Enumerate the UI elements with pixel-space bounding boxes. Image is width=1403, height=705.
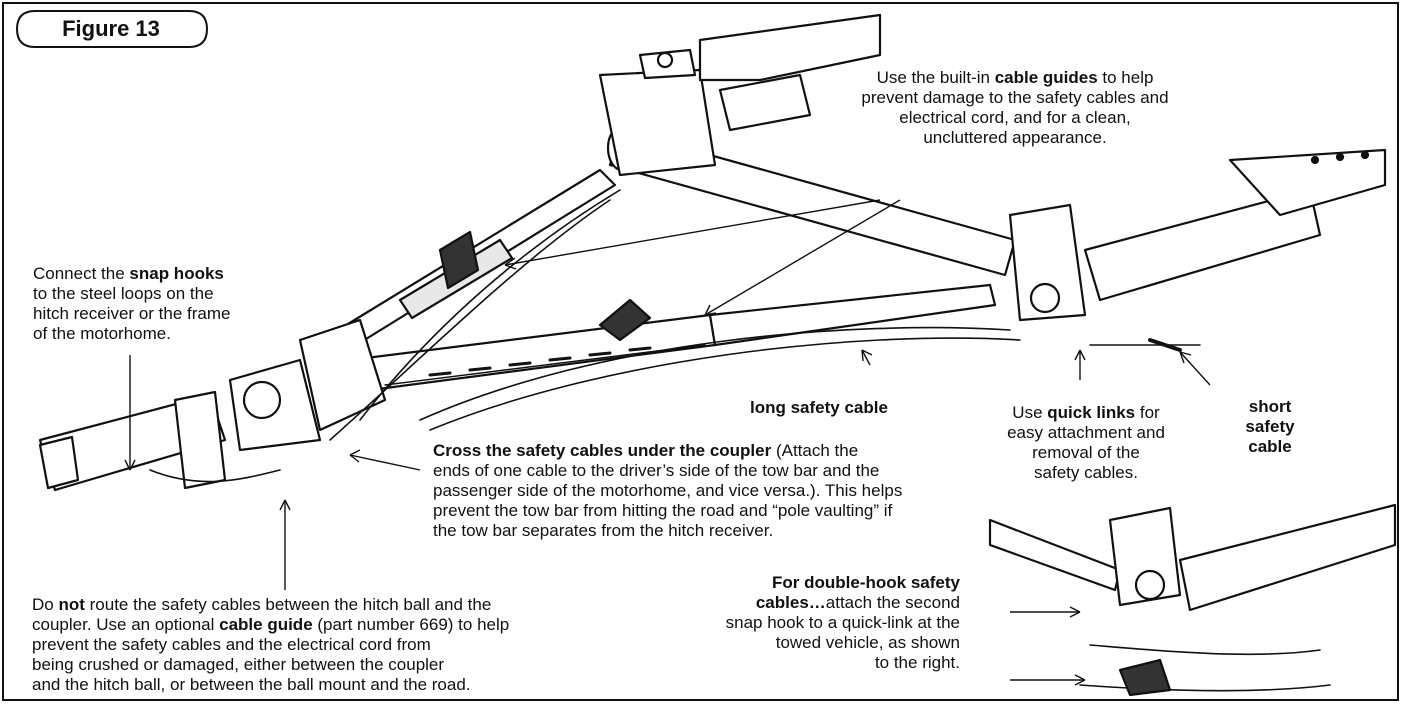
callout-long-safety-cable: long safety cable	[750, 398, 888, 417]
coupler-and-hitch-receiver	[38, 318, 387, 492]
figure-label-outline	[15, 10, 209, 48]
callout-do-not-route: Do not route the safety cables between t…	[32, 595, 510, 694]
callout-snap-hooks: Connect the snap hooks to the steel loop…	[33, 264, 231, 343]
callout-cross-cables: Cross the safety cables under the couple…	[433, 441, 903, 540]
upper-mounting-bracket	[598, 13, 882, 177]
inset-double-hook-detail	[988, 503, 1397, 697]
upper-tow-bar-arm	[328, 168, 617, 354]
safety-cables	[149, 189, 1201, 483]
figure-label-tag: Figure 13	[13, 9, 209, 49]
callout-double-hook: For double-hook safety cables…attach the…	[725, 573, 960, 672]
callout-quick-links: Use quick links for easy attachment and …	[1007, 403, 1165, 482]
callout-cable-guides: Use the built-in cable guides to help pr…	[861, 68, 1169, 147]
figure-label: Figure 13	[62, 16, 160, 41]
right-mounting-bracket	[1008, 148, 1387, 322]
lower-tow-bar-arm	[348, 283, 997, 394]
leader-lines	[124, 199, 1211, 686]
callout-short-safety-cable: short safety cable	[1245, 397, 1295, 456]
